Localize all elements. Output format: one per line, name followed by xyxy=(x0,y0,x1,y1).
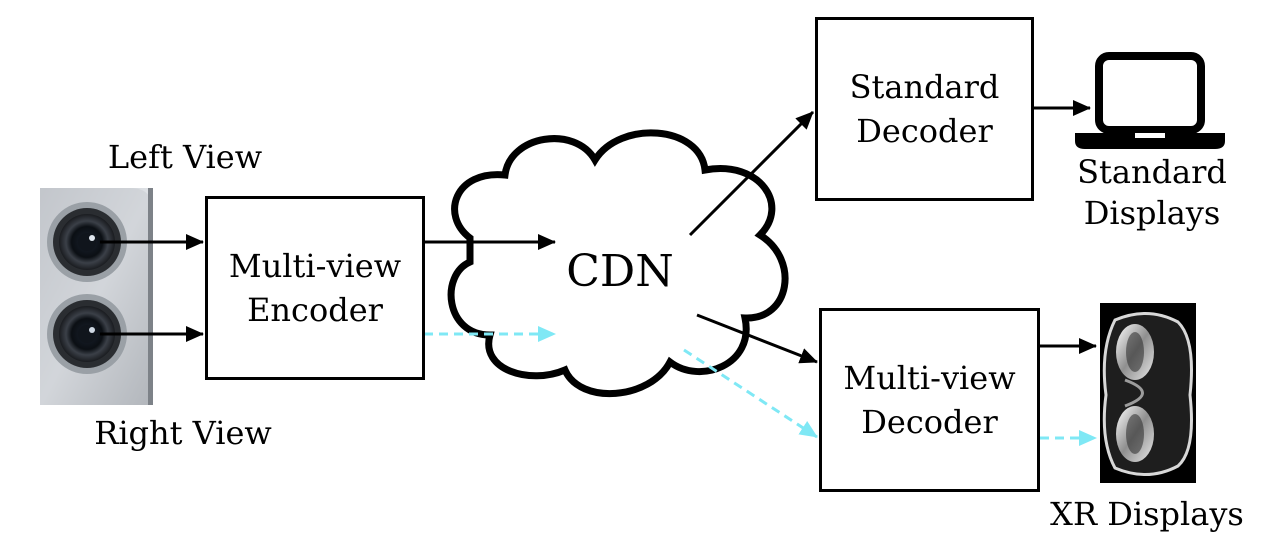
multiview-decoder-label-line1: Multi-view xyxy=(843,359,1016,397)
standard-decoder-label-line2: Decoder xyxy=(856,112,993,150)
xr-headset-icon xyxy=(1100,303,1196,483)
encoder-label-line2: Encoder xyxy=(247,291,383,329)
cdn-label: CDN xyxy=(566,246,674,297)
cdn-to-multiview-decoder-extra-view-arrow xyxy=(683,348,818,439)
multiview-encoder-box: Multi-view Encoder xyxy=(205,196,425,380)
multiview-decoder-label-line2: Decoder xyxy=(861,403,998,441)
standard-displays-label-line2: Displays xyxy=(1083,194,1221,232)
xr-displays-label: XR Displays xyxy=(1050,495,1244,533)
cdn-to-standard-decoder-arrow xyxy=(688,110,815,237)
standard-displays-label: Standard Displays xyxy=(1062,152,1242,234)
left-view-label: Left View xyxy=(107,138,263,176)
standard-decoder-label-line1: Standard xyxy=(849,68,1000,106)
right-view-label: Right View xyxy=(94,414,272,452)
laptop-icon xyxy=(1075,52,1225,149)
standard-displays-label-line1: Standard xyxy=(1077,153,1227,191)
cdn-cloud-shape xyxy=(447,129,789,398)
standard-decoder-box: Standard Decoder xyxy=(815,17,1034,201)
encoder-label-line1: Multi-view xyxy=(228,247,402,285)
phone-camera-icon xyxy=(40,188,153,405)
cdn-to-multiview-decoder-arrow xyxy=(696,313,818,364)
multiview-decoder-box: Multi-view Decoder xyxy=(819,308,1040,492)
